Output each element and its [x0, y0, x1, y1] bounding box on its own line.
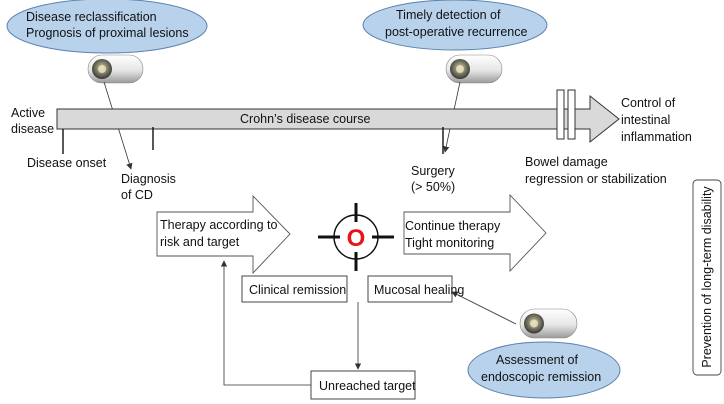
target-symbol: O [347, 225, 366, 252]
control-label-line2: intestinal [621, 113, 670, 127]
course-label: Crohn’s disease course [240, 112, 370, 126]
active-label-line2: disease [11, 122, 54, 136]
capsule-icon [519, 308, 578, 339]
clinical-remission-box: Clinical remission [241, 275, 348, 303]
ellipse-timely-detection: Timely detection of post-operative recur… [362, 0, 548, 51]
unreached-target-label: Unreached target [319, 379, 416, 393]
continue-line2: Tight monitoring [405, 236, 494, 250]
clinical-remission-label: Clinical remission [249, 283, 346, 297]
therapy-line1: Therapy according to [160, 218, 277, 232]
ellipse-endoscopic-remission: Assessment of endoscopic remission [467, 341, 621, 399]
surgery-label-line2: (> 50%) [411, 180, 455, 194]
capsule-icon [87, 54, 144, 84]
mucosal-healing-box: Mucosal healing [367, 275, 464, 303]
prevention-box: Prevention of long-term disability [692, 179, 722, 376]
prevention-label: Prevention of long-term disability [700, 186, 714, 368]
ellipse-text-line2: Prognosis of proximal lesions [26, 26, 189, 40]
ellipse-text-line1: Disease reclassification [26, 10, 157, 24]
control-label-line1: Control of [621, 96, 676, 110]
mucosal-healing-label: Mucosal healing [374, 283, 464, 297]
ellipse-text-line1: Assessment of [496, 353, 579, 367]
capsule-icon [445, 54, 503, 84]
bowel-label-line1: Bowel damage [525, 155, 608, 169]
therapy-arrow: Therapy according to risk and target [156, 194, 291, 275]
therapy-line2: risk and target [160, 235, 240, 249]
unreached-target-box: Unreached target [310, 370, 416, 400]
continue-arrow: Continue therapy Tight monitoring [403, 193, 547, 273]
continue-line1: Continue therapy [405, 219, 501, 233]
surgery-label-line1: Surgery [411, 164, 456, 178]
onset-label: Disease onset [27, 156, 107, 170]
diagnosis-label-line1: Diagnosis [121, 172, 176, 186]
feedback-arrow [220, 260, 311, 386]
target-crosshair-icon: O [318, 203, 394, 271]
pointer-line [451, 291, 517, 325]
diagnosis-label-line2: of CD [121, 188, 153, 202]
ellipse-disease-reclassification: Disease reclassification Prognosis of pr… [6, 0, 208, 54]
active-label-line1: Active [11, 106, 45, 120]
ellipse-text-line2: endoscopic remission [481, 370, 601, 384]
disease-course-arrow: Crohn’s disease course [56, 89, 620, 144]
ellipse-text-line1: Timely detection of [396, 8, 501, 22]
control-label-line3: inflammation [621, 130, 692, 144]
bowel-label-line2: regression or stabilization [525, 172, 667, 186]
ellipse-text-line2: post-operative recurrence [385, 25, 527, 39]
